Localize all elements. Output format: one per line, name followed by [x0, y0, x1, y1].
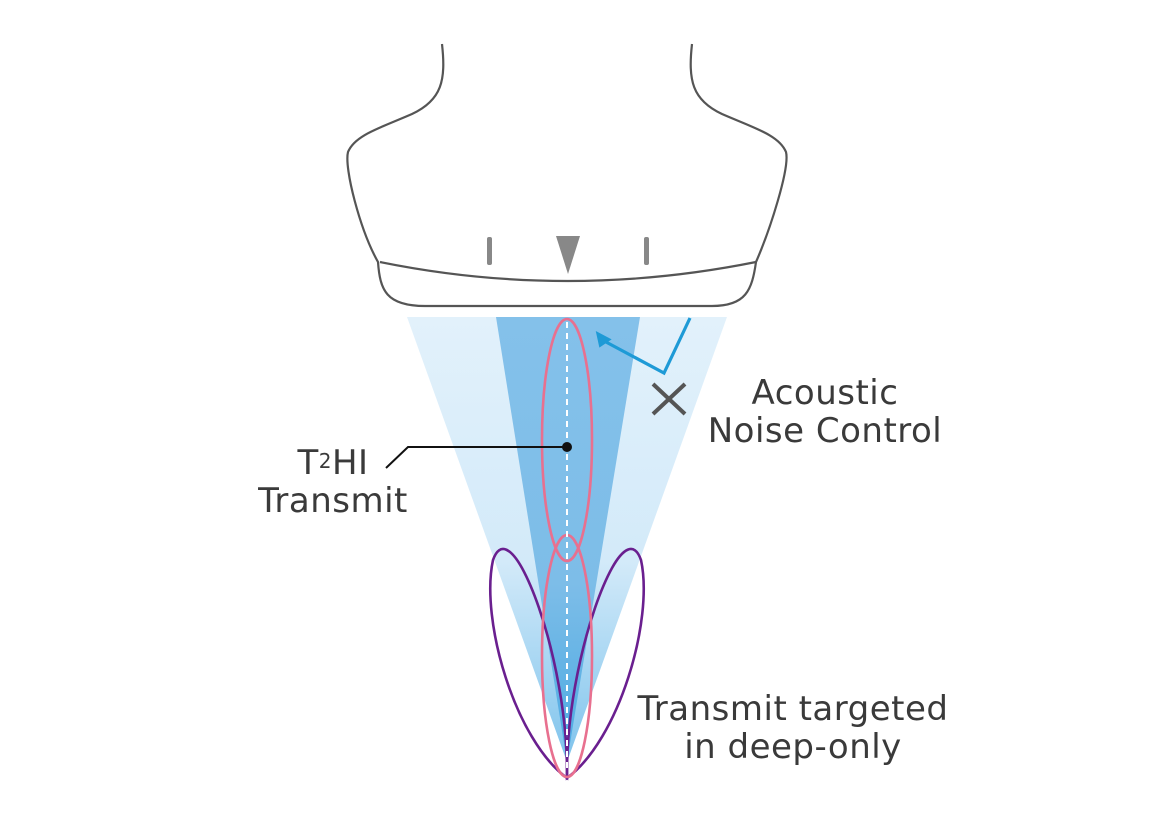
beam-field [407, 317, 727, 762]
noise-label-line1: Acoustic [751, 373, 899, 413]
t2hi-leader-line [385, 446, 567, 469]
probe-center-arrow-icon [556, 236, 580, 274]
noise-arrow-path [605, 317, 692, 376]
noise-label-line2: Noise Control [707, 411, 943, 451]
probe-marker-right [644, 237, 649, 265]
acoustic-noise-control-label: Acoustic Noise Control [700, 374, 950, 450]
noise-arrowhead-icon [595, 330, 612, 348]
deep-only-transmit-lobes [489, 547, 645, 781]
t2hi-transmit-label: T2HI Transmit [248, 444, 418, 520]
t2hi-title: T2HI [297, 443, 369, 483]
deep-lobe-right [565, 547, 645, 781]
ultrasound-probe [346, 43, 788, 308]
beam-narrow [496, 317, 640, 762]
deep-only-label: Transmit targeted in deep-only [628, 690, 958, 766]
deep-label-line2: in deep-only [684, 727, 902, 767]
probe-lens-line [379, 260, 757, 283]
deep-label-line1: Transmit targeted [637, 689, 949, 729]
t2hi-subtitle: Transmit [258, 481, 408, 521]
focal-zone-upper [540, 317, 594, 563]
probe-body-outline [346, 43, 788, 308]
probe-marker-left [487, 237, 492, 265]
acoustic-noise-arrow [595, 317, 692, 376]
deep-lobe-left [489, 547, 569, 781]
blocked-cross-icon [651, 382, 687, 416]
